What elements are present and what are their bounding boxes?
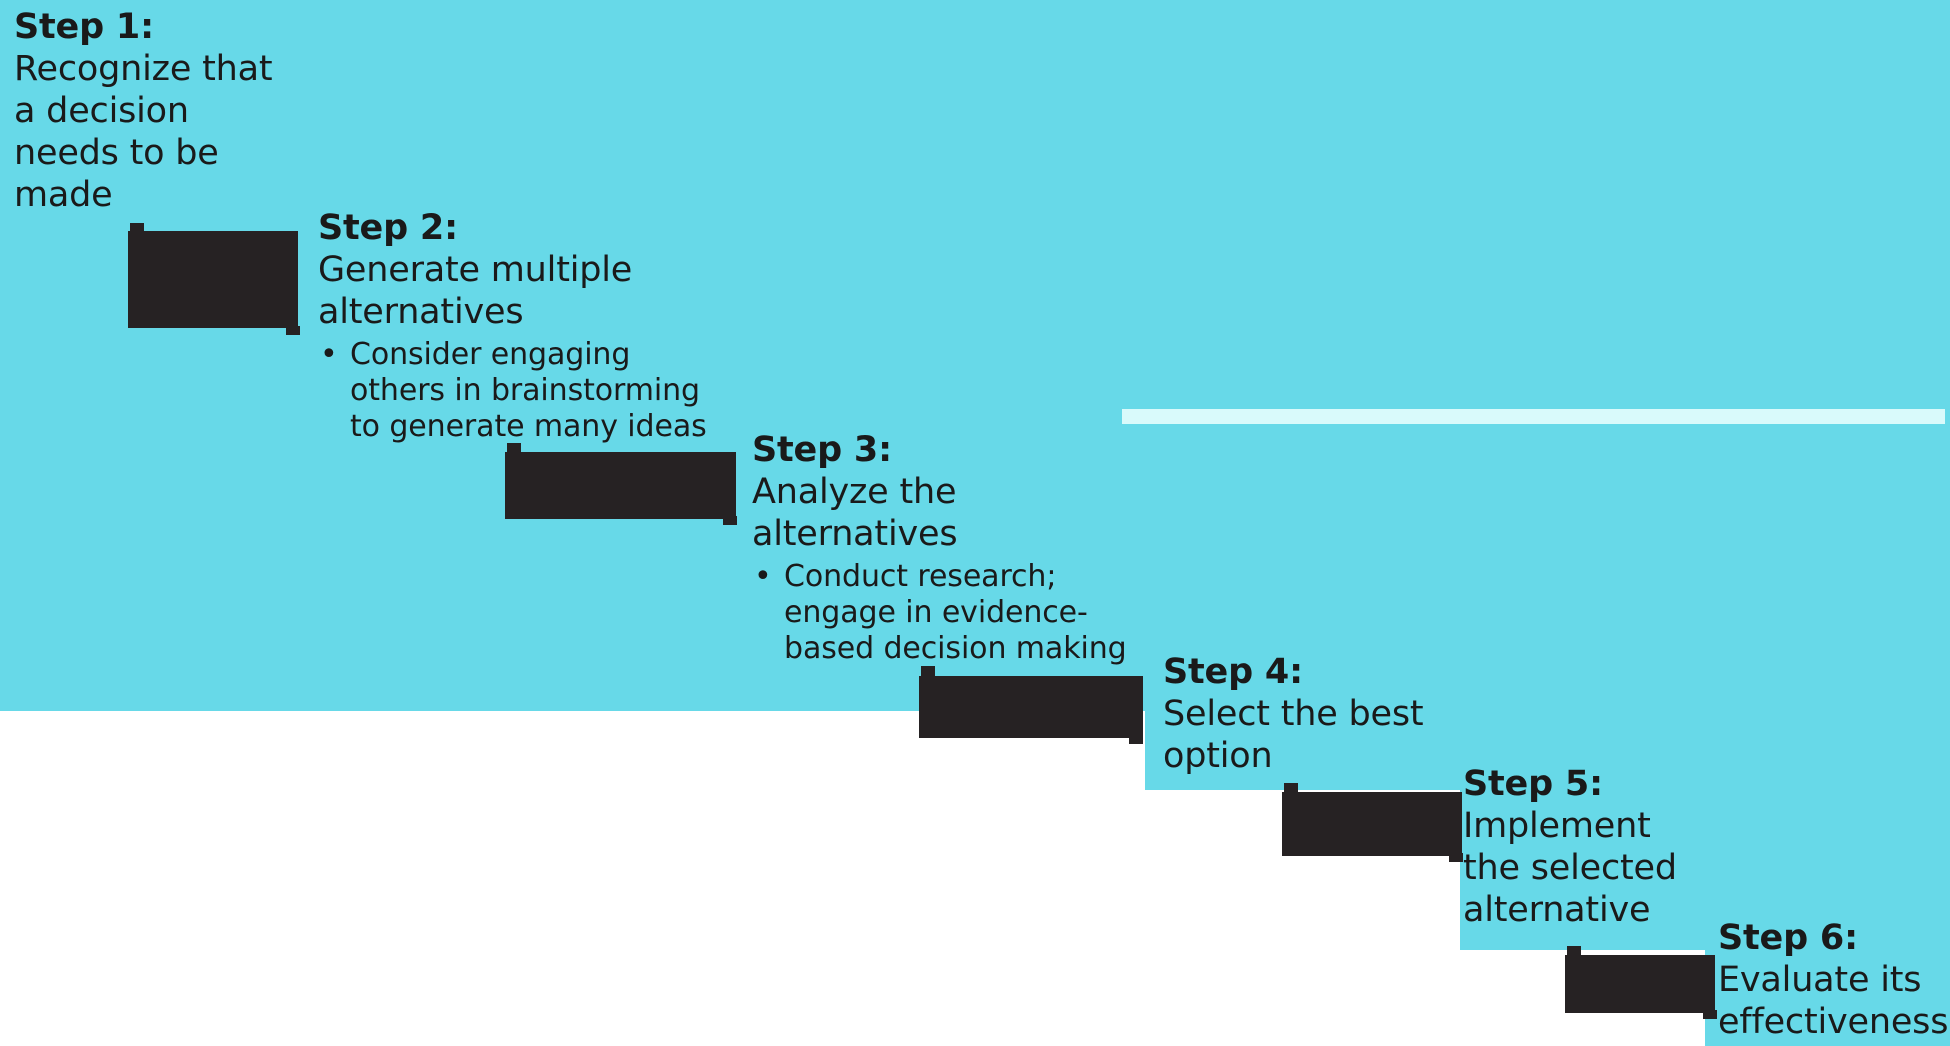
list-item: • Consider engaging others in brainstorm… (318, 337, 718, 445)
tread-5 (1565, 946, 1717, 1019)
teal-panel-main (0, 0, 1145, 711)
step-6-text-block: Step 6: Evaluate its effectiveness (1718, 917, 1950, 1043)
step-2-body: Generate multiple alternatives (318, 250, 633, 332)
step-3-title: Step 3: (752, 430, 892, 470)
bullet-text: Consider engaging others in brainstormin… (350, 337, 707, 444)
step-3-text-block: Step 3: Analyze the alternatives • Condu… (752, 429, 1152, 667)
bullet-icon: • (320, 337, 338, 372)
teal-panel-step4 (1145, 0, 1490, 790)
teal-panel-step5 (1460, 0, 1710, 950)
step-6-title: Step 6: (1718, 918, 1858, 958)
step-2-bullet-list: • Consider engaging others in brainstorm… (318, 337, 718, 445)
step-2-title: Step 2: (318, 208, 458, 248)
step-1-text-block: Step 1: Recognize that a decision needs … (14, 6, 294, 216)
highlight-rule (1122, 409, 1945, 424)
step-6-body: Evaluate its effectiveness (1718, 960, 1949, 1042)
bullet-icon: • (754, 559, 772, 594)
tread-3 (919, 666, 1143, 744)
tread-1 (128, 223, 300, 335)
tread-4 (1282, 783, 1463, 862)
step-3-body: Analyze the alternatives (752, 472, 958, 554)
step-3-bullet-list: • Conduct research; engage in evidence-b… (752, 559, 1152, 667)
step-5-body: Implement the selected alternative (1463, 806, 1677, 930)
bullet-text: Conduct research; engage in evidence-bas… (784, 559, 1127, 666)
step-1-title: Step 1: (14, 7, 154, 47)
tread-2 (505, 443, 737, 525)
step-2-text-block: Step 2: Generate multiple alternatives •… (318, 207, 718, 445)
step-4-title: Step 4: (1163, 652, 1303, 692)
step-4-text-block: Step 4: Select the best option (1163, 651, 1483, 777)
list-item: • Conduct research; engage in evidence-b… (752, 559, 1152, 667)
teal-panel-step6 (1705, 0, 1950, 1046)
step-5-title: Step 5: (1463, 764, 1603, 804)
step-1-body: Recognize that a decision needs to be ma… (14, 49, 273, 215)
step-5-text-block: Step 5: Implement the selected alternati… (1463, 763, 1713, 931)
step-4-body: Select the best option (1163, 694, 1424, 776)
